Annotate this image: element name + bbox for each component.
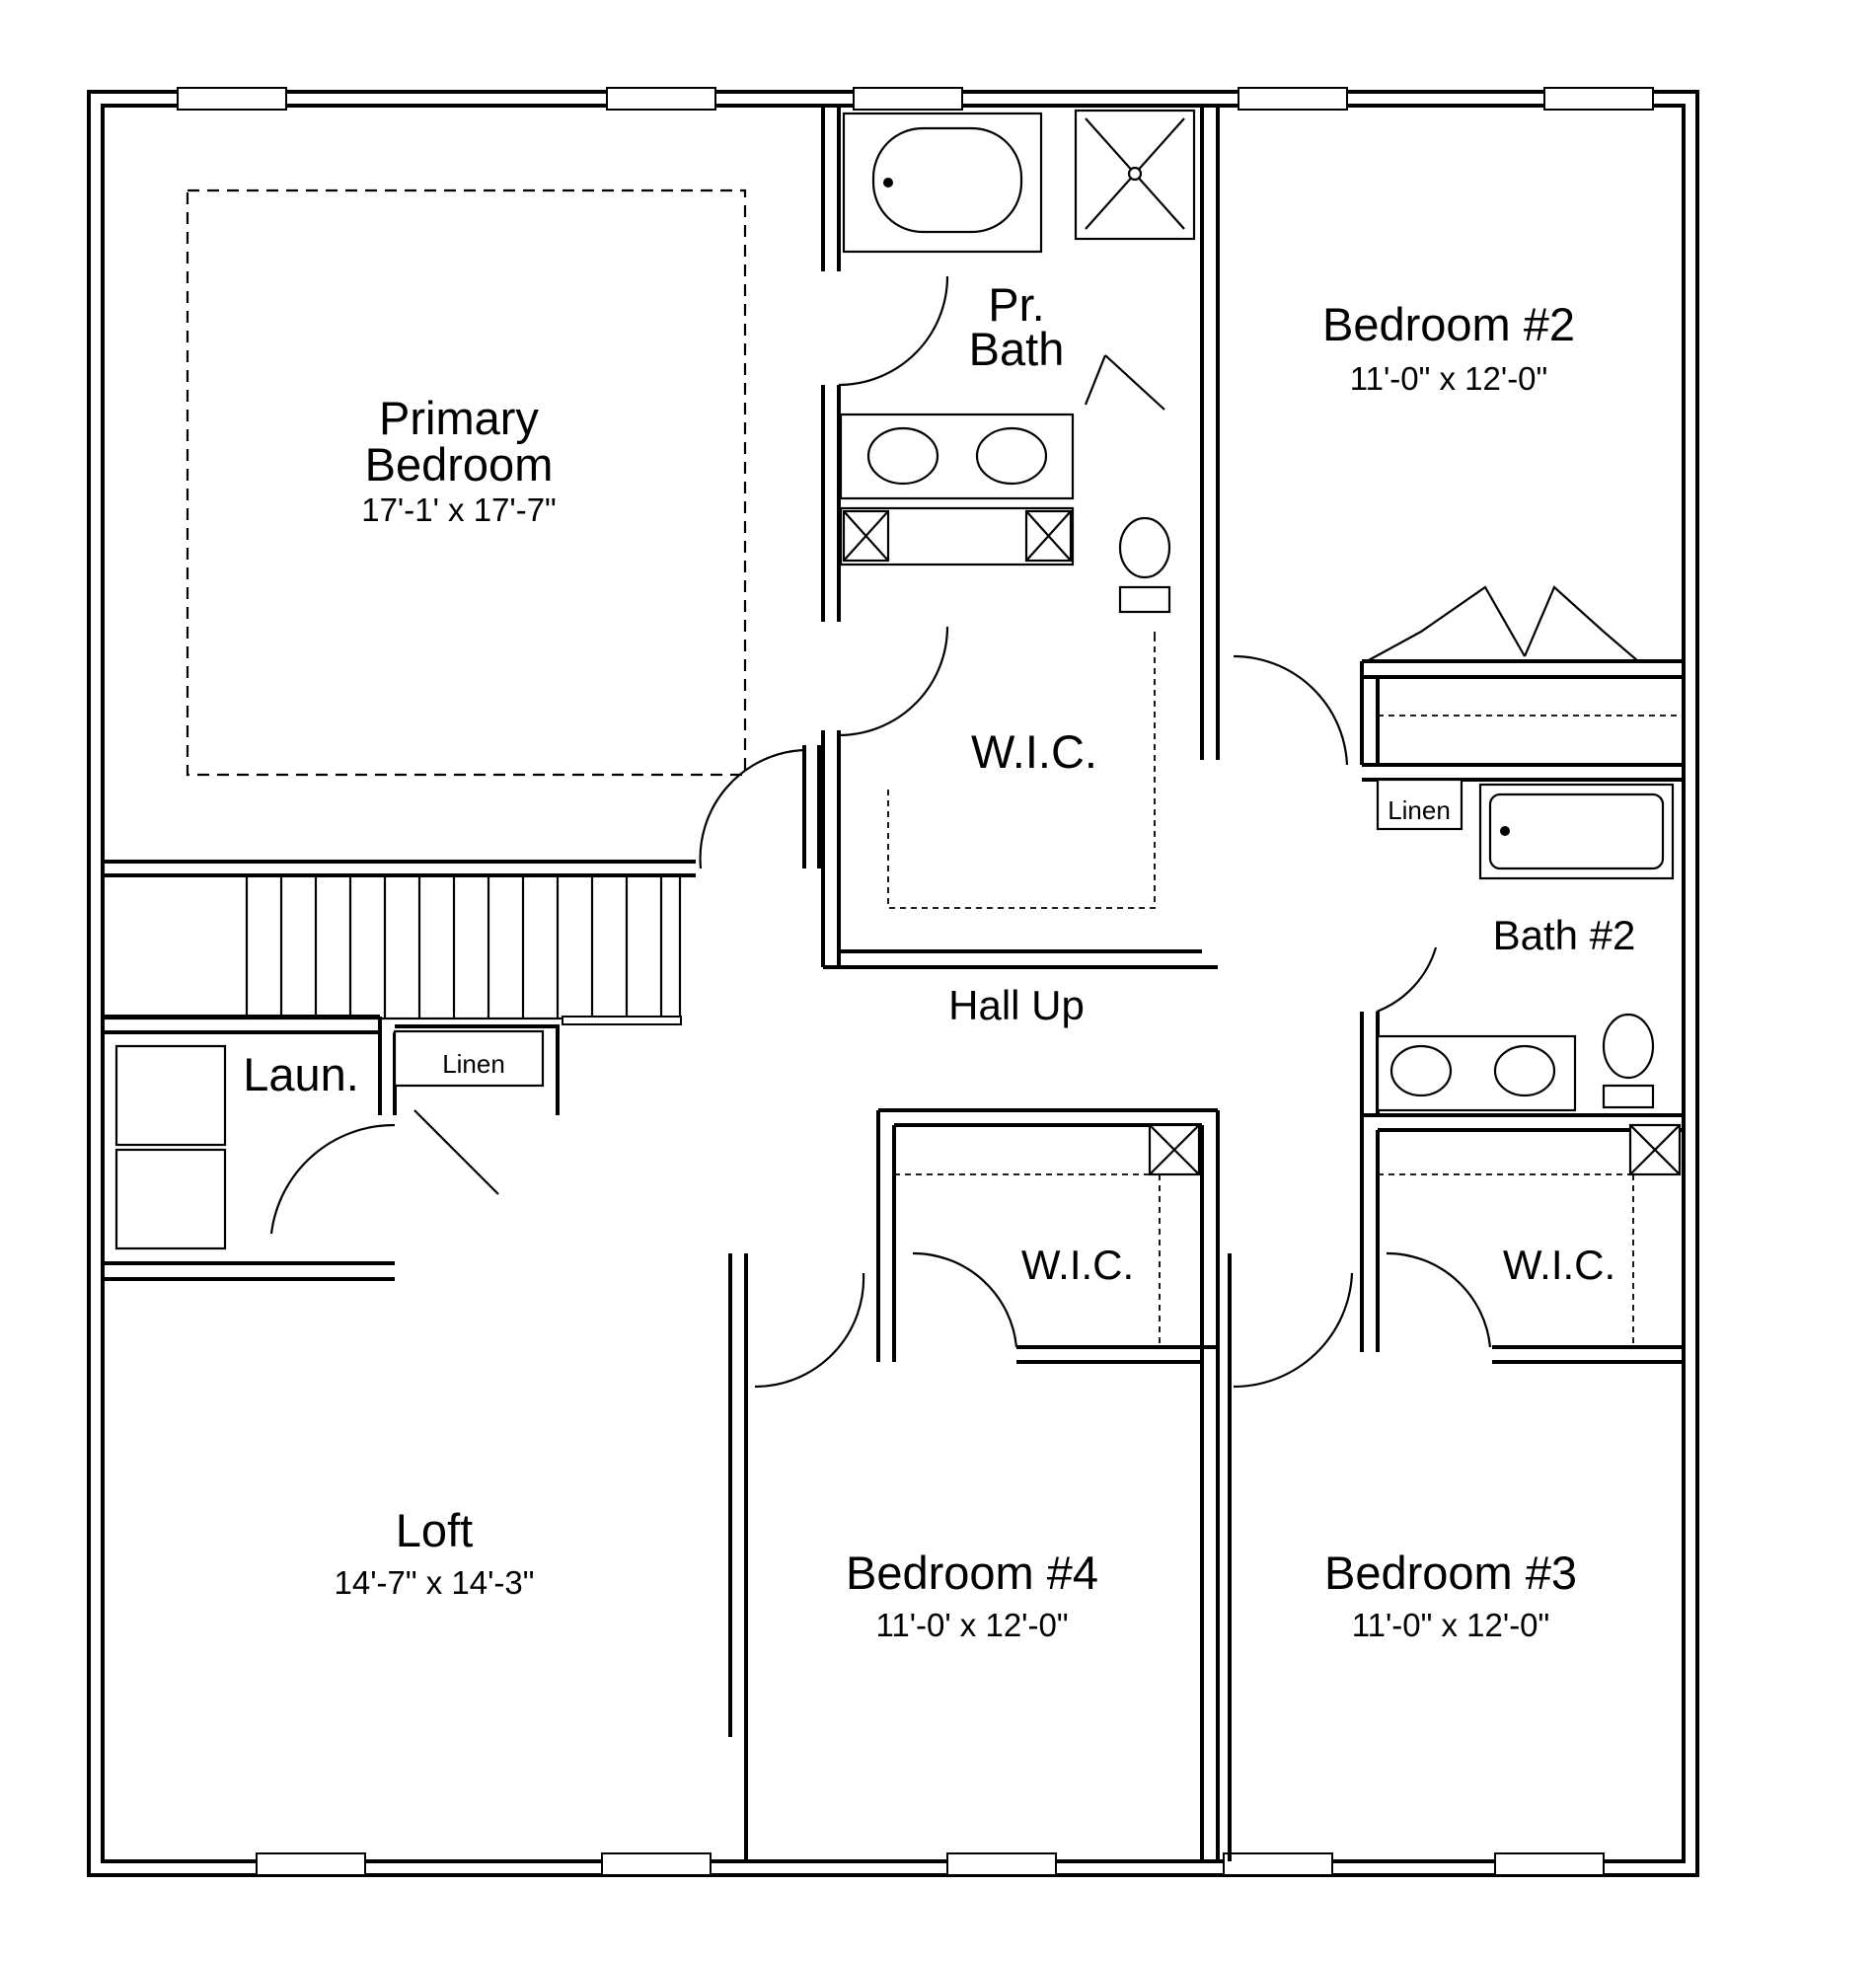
door-swing bbox=[838, 626, 949, 737]
window bbox=[1494, 1852, 1605, 1876]
linen-lower-label: Linen bbox=[442, 1049, 505, 1079]
door-swing bbox=[754, 1272, 865, 1389]
primary-bedroom-label-line2: Bedroom bbox=[365, 438, 554, 490]
bedroom-2-label: Bedroom #2 bbox=[1322, 298, 1575, 350]
bedroom-4-wic-label: W.I.C. bbox=[1021, 1242, 1134, 1288]
bathtub bbox=[842, 112, 1043, 254]
window bbox=[606, 87, 716, 111]
window bbox=[1543, 87, 1654, 111]
sink-icon bbox=[1493, 1044, 1556, 1097]
labels: Primary Bedroom 17'-1' x 17'-7" Pr. Bath… bbox=[243, 278, 1635, 1643]
drain bbox=[883, 178, 893, 188]
dryer bbox=[114, 1148, 227, 1250]
hall-label: Hall Up bbox=[948, 982, 1085, 1028]
door-swing bbox=[1233, 1272, 1354, 1389]
primary-bedroom-size: 17'-1' x 17'-7" bbox=[361, 491, 557, 528]
door-swing bbox=[912, 1251, 1018, 1348]
door-leaf bbox=[1084, 354, 1165, 411]
stairs bbox=[101, 873, 682, 1025]
interior-walls bbox=[103, 106, 1684, 1861]
washer bbox=[114, 1044, 227, 1147]
dashed-lines bbox=[186, 189, 1684, 1347]
bedroom-3-size: 11'-0" x 12'-0" bbox=[1352, 1607, 1550, 1643]
sink-icon bbox=[866, 426, 939, 486]
sink-icon bbox=[975, 426, 1048, 486]
tray-ceiling bbox=[186, 189, 747, 777]
window bbox=[1223, 1852, 1333, 1876]
window bbox=[256, 1852, 366, 1876]
window bbox=[177, 87, 287, 111]
loft-label: Loft bbox=[396, 1504, 473, 1556]
toilet-icon bbox=[1118, 516, 1171, 579]
bedroom-4-label: Bedroom #4 bbox=[846, 1547, 1098, 1599]
bath-2-label: Bath #2 bbox=[1493, 912, 1636, 958]
loft-size: 14'-7" x 14'-3" bbox=[335, 1564, 535, 1601]
bedroom-3-wic-label: W.I.C. bbox=[1503, 1242, 1615, 1288]
doors bbox=[269, 275, 1639, 1389]
window bbox=[853, 87, 963, 111]
bedroom-4-size: 11'-0' x 12'-0" bbox=[875, 1607, 1068, 1643]
bathtub bbox=[1478, 783, 1675, 880]
vanity bbox=[839, 413, 1075, 500]
door-leaf bbox=[413, 1109, 499, 1195]
door-swing bbox=[1233, 654, 1349, 766]
closet-door bbox=[1366, 585, 1526, 662]
door-swing bbox=[1386, 1251, 1492, 1348]
toilet-icon bbox=[1602, 1013, 1655, 1080]
primary-wic-label: W.I.C. bbox=[971, 725, 1097, 778]
bedroom-2-size: 11'-0" x 12'-0" bbox=[1350, 360, 1548, 397]
linen-upper-label: Linen bbox=[1388, 795, 1451, 825]
laundry-label: Laun. bbox=[243, 1048, 359, 1100]
closet-door bbox=[1523, 585, 1639, 662]
primary-bedroom-label-line1: Primary bbox=[379, 392, 539, 444]
fixtures bbox=[114, 109, 1682, 1250]
door-swing bbox=[838, 275, 949, 387]
primary-bath-label-line1: Pr. bbox=[988, 278, 1044, 331]
window bbox=[946, 1852, 1057, 1876]
window bbox=[1238, 87, 1348, 111]
window bbox=[601, 1852, 712, 1876]
windows bbox=[177, 87, 1654, 1876]
bedroom-3-label: Bedroom #3 bbox=[1324, 1547, 1577, 1599]
door-swing bbox=[699, 748, 805, 869]
primary-bath-label-line2: Bath bbox=[969, 323, 1065, 375]
door-swing bbox=[1376, 946, 1438, 1014]
door-swing bbox=[269, 1123, 396, 1235]
sink-icon bbox=[1389, 1044, 1453, 1097]
